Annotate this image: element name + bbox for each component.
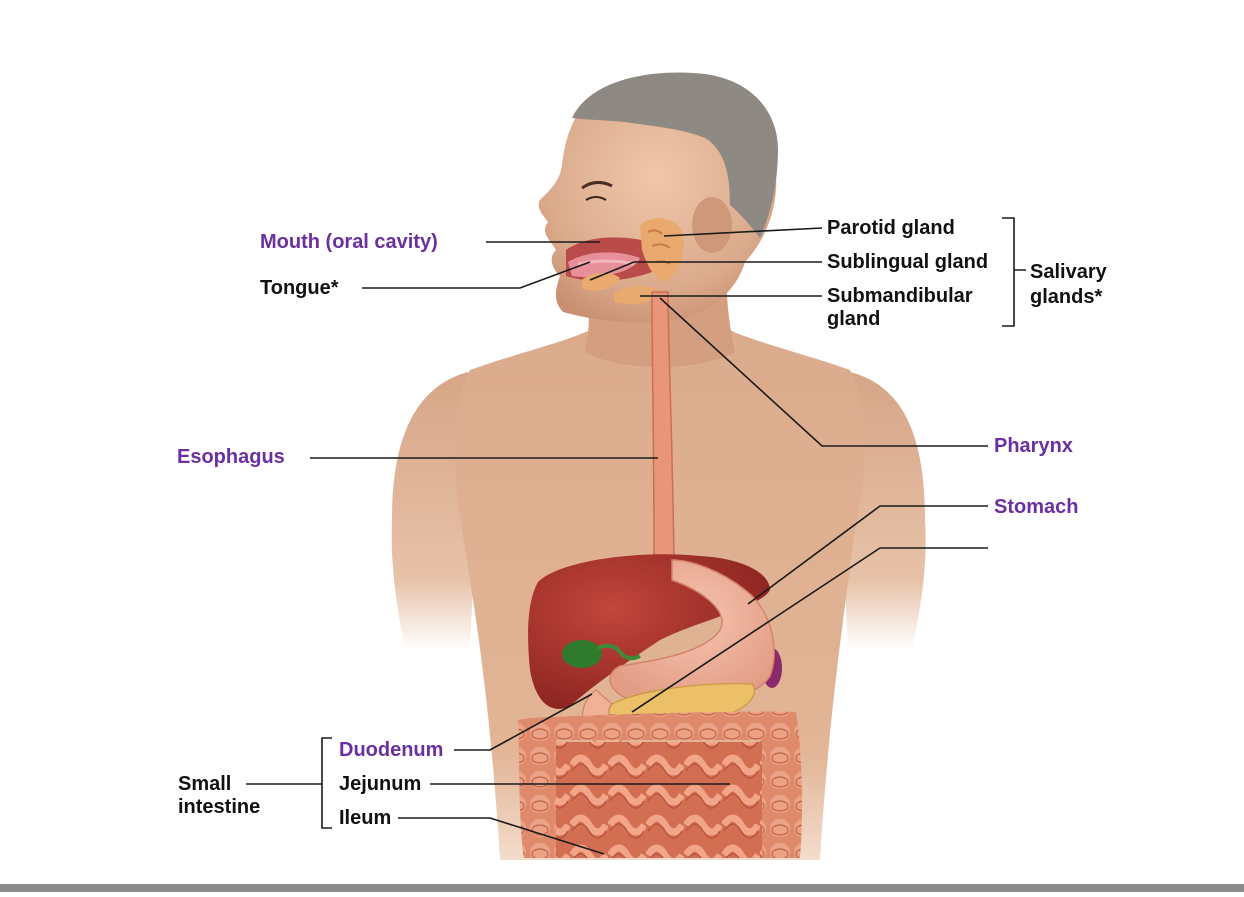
tongue-leader bbox=[362, 261, 591, 289]
label-esophagus: Esophagus bbox=[177, 446, 285, 468]
pharynx-leader bbox=[659, 297, 988, 447]
ear bbox=[692, 197, 732, 253]
bottom-border-bar bbox=[0, 884, 1244, 892]
label-small-intestine-line1: Small bbox=[178, 773, 232, 795]
small-intestine-organ bbox=[556, 742, 762, 858]
salivary-bracket bbox=[1002, 217, 1026, 327]
label-submandibular-line1: Submandibular bbox=[827, 285, 973, 307]
hair bbox=[572, 72, 778, 238]
parotid-gland bbox=[640, 218, 685, 282]
label-jejunum: Jejunum bbox=[339, 773, 422, 795]
parotid-leader bbox=[663, 227, 823, 237]
duodenum-leader bbox=[454, 693, 593, 751]
label-salivary-line1: Salivary bbox=[1030, 261, 1107, 283]
label-mouth: Mouth (oral cavity) bbox=[260, 231, 438, 253]
label-tongue: Tongue* bbox=[260, 277, 339, 299]
label-pharynx: Pharynx bbox=[994, 435, 1073, 457]
label-salivary-line2: glands* bbox=[1030, 286, 1103, 308]
sublingual-leader bbox=[589, 261, 822, 281]
label-parotid-gland: Parotid gland bbox=[827, 217, 955, 239]
label-small-intestine-line2: intestine bbox=[178, 796, 261, 818]
label-stomach: Stomach bbox=[994, 496, 1079, 518]
pancreas-leader bbox=[631, 547, 988, 713]
label-sublingual-gland: Sublingual gland bbox=[827, 251, 989, 273]
sublingual-gland bbox=[582, 272, 620, 291]
small-intestine-bracket bbox=[246, 737, 332, 829]
label-duodenum: Duodenum bbox=[339, 739, 444, 761]
label-submandibular-line2: gland bbox=[827, 308, 881, 330]
stomach-leader bbox=[747, 505, 988, 605]
ileum-leader bbox=[398, 817, 605, 855]
tongue bbox=[568, 252, 640, 278]
submandibular-gland bbox=[614, 286, 662, 304]
gallbladder bbox=[562, 640, 602, 668]
large-intestine bbox=[518, 711, 803, 858]
label-ileum: Ileum bbox=[339, 807, 392, 829]
